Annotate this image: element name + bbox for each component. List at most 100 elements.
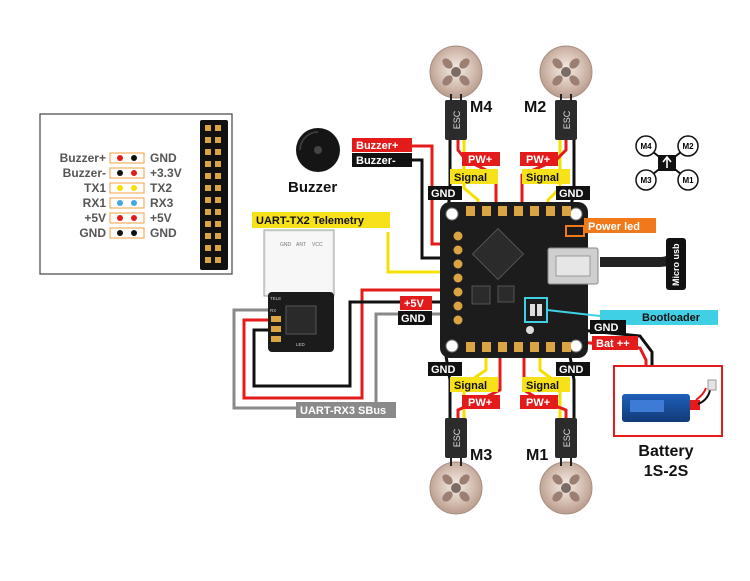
motor-vent — [442, 491, 453, 502]
sbus-tag: UART-RX3 SBus — [300, 405, 386, 417]
esc-board — [555, 100, 577, 140]
motor-vent — [552, 491, 563, 502]
fc-pad-left — [453, 245, 463, 255]
header-pin — [205, 197, 211, 203]
pw-tag-m4: PW+ — [468, 154, 492, 166]
motor-shaft — [561, 483, 571, 493]
tm-mark-gnd: GND — [280, 242, 292, 248]
pinout-right-label: RX3 — [150, 196, 174, 210]
motor-vent — [552, 474, 563, 485]
signal-tag-m3: Signal — [454, 380, 487, 392]
header-pin — [205, 173, 211, 179]
signal-tag-m1: Signal — [526, 380, 559, 392]
motor-vent — [569, 491, 580, 502]
gnd-tag-m2: GND — [559, 188, 584, 200]
motor-vent — [442, 75, 453, 86]
receiver-pad — [271, 326, 281, 332]
header-pin — [205, 161, 211, 167]
labels-layer: M4 M2 M3 M1 Buzzer Buzzer+ Buzzer- PW+ P… — [252, 99, 718, 480]
battery-title: Battery — [638, 443, 693, 460]
quad-icon-m3: M3 — [640, 176, 652, 185]
pinout-row: Buzzer+GND — [60, 151, 177, 165]
pinout-right-label: GND — [150, 226, 177, 240]
header-pin — [215, 185, 221, 191]
esc-label: ESC — [562, 110, 572, 129]
rx-mark-tele: TELE — [270, 296, 281, 301]
mcu-chip — [471, 227, 525, 281]
telemetry-tag-bg — [252, 212, 390, 228]
header-pin — [215, 137, 221, 143]
header-pin — [205, 245, 211, 251]
fc-pad-top — [562, 206, 571, 216]
header-pin — [215, 257, 221, 263]
fc-pad-top — [514, 206, 523, 216]
battery-box — [613, 365, 723, 437]
fc-pad-top — [498, 206, 507, 216]
motor-vent — [569, 58, 580, 69]
flight-controller — [440, 202, 599, 358]
buzzer-minus-tag: Buzzer- — [356, 155, 396, 167]
fc-pad-left — [453, 287, 463, 297]
signal-tag-m4: Signal — [454, 172, 487, 184]
fc-pad-left — [453, 259, 463, 269]
motor-shaft — [451, 67, 461, 77]
motor-vent — [442, 474, 453, 485]
motor-vent — [459, 58, 470, 69]
esc-label: ESC — [452, 428, 462, 447]
fc-pad-left — [453, 315, 463, 325]
fc-pad-top — [482, 206, 491, 216]
header-pin — [215, 125, 221, 131]
fc-pad-bottom — [482, 342, 491, 352]
pinout-left-label: TX1 — [84, 181, 106, 195]
fc-pad-top — [546, 206, 555, 216]
motor-vent — [569, 75, 580, 86]
header-pin — [215, 161, 221, 167]
motor-label-m2: M2 — [524, 99, 546, 116]
pinout-row: RX1 RX3 — [83, 196, 174, 210]
header-pin — [215, 221, 221, 227]
pinout-pin-right — [131, 170, 137, 176]
micro-usb-plug — [666, 238, 686, 290]
pinout-row: +5V+5V — [84, 211, 171, 225]
fc-pad-top — [530, 206, 539, 216]
pinout-connector — [109, 227, 145, 239]
fc-pad-top — [466, 206, 475, 216]
header-pin — [205, 257, 211, 263]
fc-pad-bottom — [562, 342, 571, 352]
pin-header-strip — [200, 120, 228, 270]
gnd-tag-receiver: GND — [401, 313, 426, 325]
fc-pad-left — [453, 301, 463, 311]
bootloader-tag-bg — [600, 310, 718, 325]
quad-icon-m4: M4 — [640, 142, 652, 151]
telemetry-tag: UART-TX2 Telemetry — [256, 215, 365, 227]
header-pin — [205, 209, 211, 215]
pinout-pin-right — [131, 200, 137, 206]
esc-board — [445, 100, 467, 140]
tm-mark-ant: ANT — [296, 242, 306, 248]
header-pin — [205, 221, 211, 227]
fc-pad-bottom — [498, 342, 507, 352]
plus5v-tag: +5V — [404, 298, 425, 310]
motor-m4: ESC — [429, 45, 483, 140]
pinout-left-label: +5V — [84, 211, 106, 225]
esc-board — [445, 418, 467, 458]
receiver-pad — [271, 316, 281, 322]
power-led-tag-bg — [584, 218, 656, 233]
pinout-connector — [109, 152, 145, 164]
pinout-pin-left — [117, 215, 123, 221]
pinout-left-label: RX1 — [83, 196, 107, 210]
bat-plus-tag: Bat ++ — [596, 338, 630, 350]
motor-m3: ESC — [429, 418, 483, 515]
pinout-pin-left — [117, 170, 123, 176]
rx-mark-led: LED — [296, 342, 306, 347]
rx-mark-rx: RX — [270, 308, 276, 313]
battery-spec: 1S-2S — [644, 463, 689, 480]
power-led-tag: Power led — [588, 221, 640, 233]
motor-vent — [552, 58, 563, 69]
receiver-pad — [271, 336, 281, 342]
fc-pad-bottom — [546, 342, 555, 352]
